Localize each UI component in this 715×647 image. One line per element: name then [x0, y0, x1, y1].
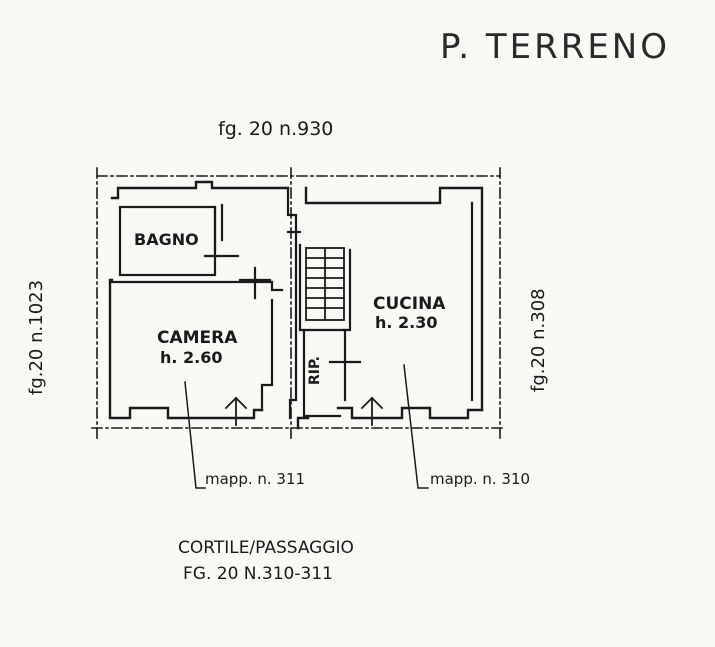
- room-label-bagno: BAGNO: [134, 230, 199, 249]
- room-label-camera: CAMERA: [157, 328, 238, 348]
- room-height-camera: h. 2.60: [160, 348, 223, 367]
- courtyard-label: CORTILE/PASSAGGIO: [178, 538, 354, 558]
- room-label-rip: RIP.: [307, 356, 323, 385]
- stair-block: [305, 247, 345, 321]
- right-neighbor-label: fg.20 n.308: [528, 288, 549, 392]
- parcel-label-right: mapp. n. 310: [430, 470, 531, 488]
- property-boundary: [91, 167, 506, 441]
- floor-title: P. TERRENO: [440, 27, 670, 67]
- camera-walls: [110, 266, 284, 412]
- outer-walls: [108, 180, 484, 430]
- left-neighbor-label: fg.20 n.1023: [26, 279, 47, 395]
- cucina-walls: [342, 201, 474, 402]
- courtyard-reference: FG. 20 N.310-311: [183, 564, 333, 584]
- parcel-label-left: mapp. n. 311: [205, 470, 306, 488]
- top-neighbor-label: fg. 20 n.930: [218, 118, 334, 140]
- entry-arrows: [224, 396, 384, 426]
- room-label-cucina: CUCINA: [373, 294, 446, 314]
- bagno-walls: [118, 203, 240, 277]
- room-height-cucina: h. 2.30: [375, 313, 438, 332]
- parcel-leaders: [184, 364, 429, 489]
- corridor-walls: [286, 186, 362, 420]
